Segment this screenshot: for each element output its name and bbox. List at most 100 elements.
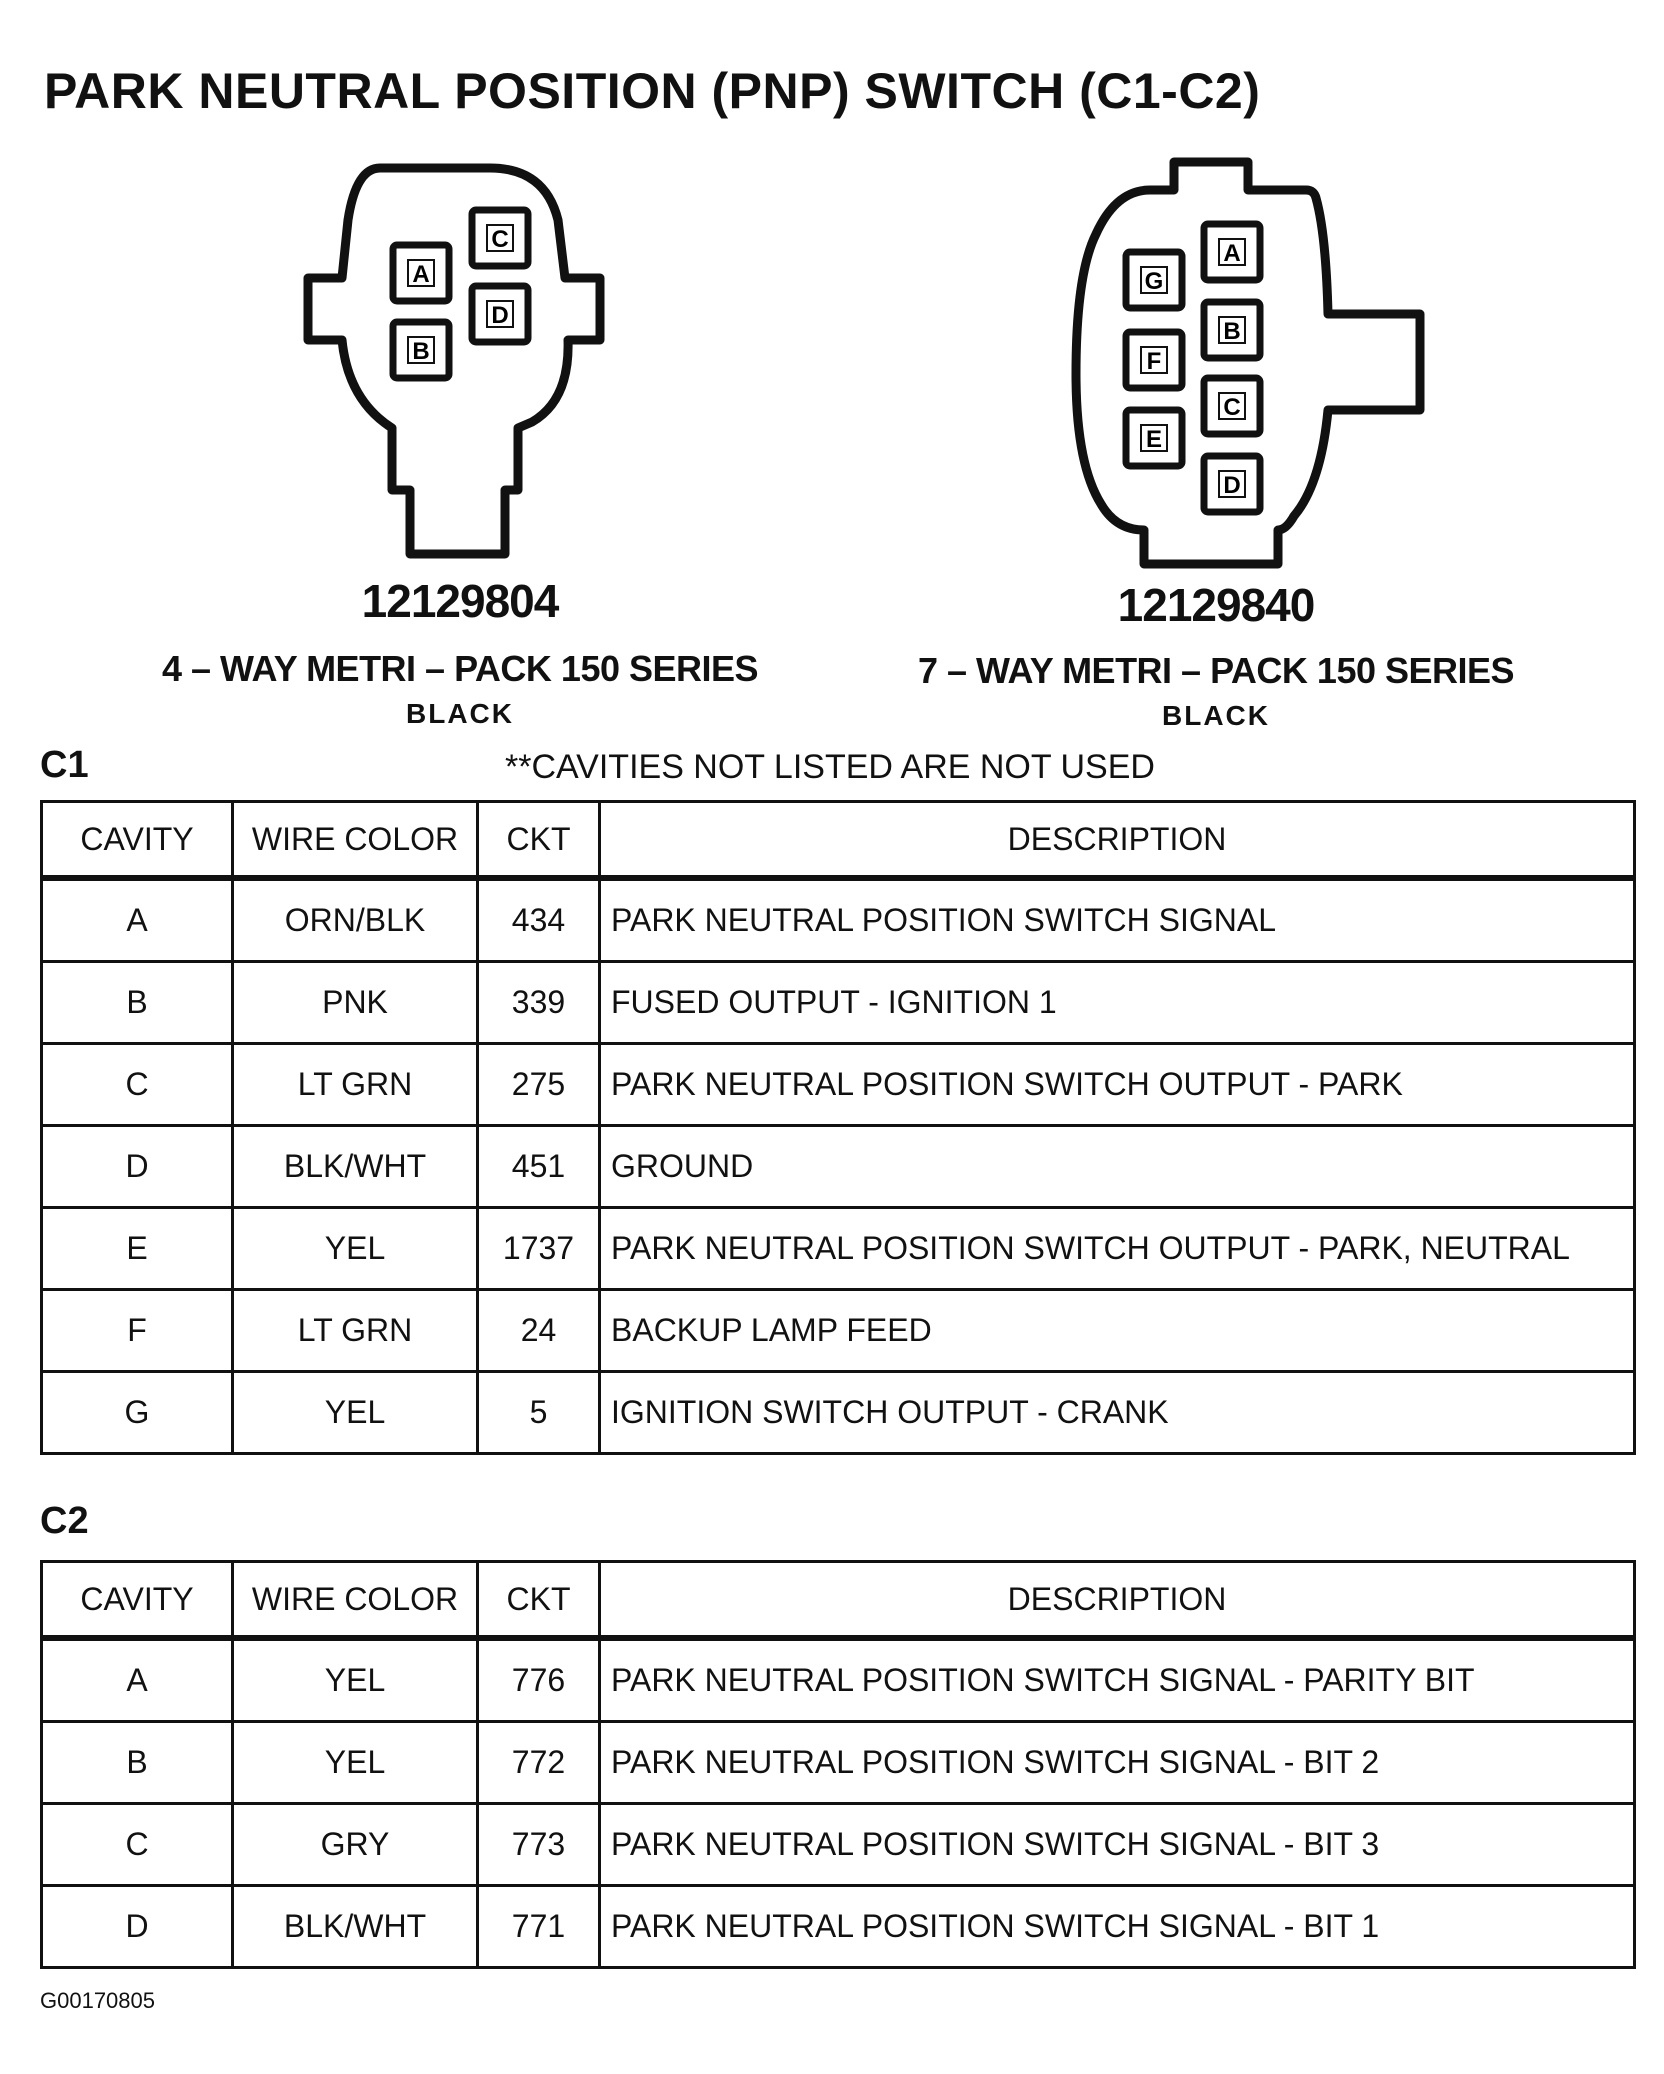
connector-2-color: BLACK <box>1162 700 1270 731</box>
c2-header-cavity: CAVITY <box>40 1560 234 1641</box>
table-row: B YEL 772 PARK NEUTRAL POSITION SWITCH S… <box>40 1720 1636 1805</box>
cell-ckt: 773 <box>476 1802 601 1887</box>
cell-wire-color: YEL <box>231 1636 479 1723</box>
cell-description: PARK NEUTRAL POSITION SWITCH SIGNAL - BI… <box>598 1884 1636 1969</box>
cell-ckt: 776 <box>476 1636 601 1723</box>
cavity-a2-box: A <box>1200 220 1264 284</box>
c2-header-description: DESCRIPTION <box>598 1560 1636 1641</box>
cavity-g-label: G <box>1145 268 1164 295</box>
cell-ckt: 24 <box>476 1288 601 1373</box>
cell-cavity: G <box>40 1370 234 1455</box>
connector-2-series: 7 – WAY METRI – PACK 150 SERIES <box>917 650 1515 691</box>
table-row: D BLK/WHT 771 PARK NEUTRAL POSITION SWIT… <box>40 1884 1636 1969</box>
cell-cavity: D <box>40 1884 234 1969</box>
cell-ckt: 5 <box>476 1370 601 1455</box>
c1-header-description: DESCRIPTION <box>598 800 1636 881</box>
cell-description: PARK NEUTRAL POSITION SWITCH SIGNAL - BI… <box>598 1720 1636 1805</box>
cavity-d-label: D <box>491 302 508 329</box>
cell-description: PARK NEUTRAL POSITION SWITCH SIGNAL - PA… <box>598 1636 1636 1723</box>
table-row: D BLK/WHT 451 GROUND <box>40 1124 1636 1209</box>
c1-pinout-table: CAVITY WIRE COLOR CKT DESCRIPTION A ORN/… <box>40 800 1636 1455</box>
c2-header-ckt: CKT <box>476 1560 601 1641</box>
connector-1-series: 4 – WAY METRI – PACK 150 SERIES <box>161 648 759 689</box>
cell-description: FUSED OUTPUT - IGNITION 1 <box>598 960 1636 1045</box>
cell-wire-color: BLK/WHT <box>231 1884 479 1969</box>
c1-label: C1 <box>40 744 89 786</box>
cell-ckt: 434 <box>476 876 601 963</box>
cell-cavity: A <box>40 1636 234 1723</box>
table-row: E YEL 1737 PARK NEUTRAL POSITION SWITCH … <box>40 1206 1636 1291</box>
cell-cavity: B <box>40 1720 234 1805</box>
c2-header-wire-color: WIRE COLOR <box>231 1560 479 1641</box>
table-row: A ORN/BLK 434 PARK NEUTRAL POSITION SWIT… <box>40 876 1636 963</box>
cell-wire-color: PNK <box>231 960 479 1045</box>
cell-ckt: 275 <box>476 1042 601 1127</box>
connector-2-part-number: 12129840 <box>1117 579 1316 631</box>
cavity-e-box: E <box>1122 406 1186 470</box>
c1-header-row: CAVITY WIRE COLOR CKT DESCRIPTION <box>40 800 1636 881</box>
cell-cavity: C <box>40 1802 234 1887</box>
table-row: A YEL 776 PARK NEUTRAL POSITION SWITCH S… <box>40 1636 1636 1723</box>
connector-7way-diagram: G F E A B C D <box>1071 157 1425 569</box>
cavity-b-label: B <box>412 338 429 365</box>
cell-ckt: 339 <box>476 960 601 1045</box>
cell-cavity: B <box>40 960 234 1045</box>
cell-wire-color: YEL <box>231 1720 479 1805</box>
cavity-d2-box: D <box>1200 452 1264 516</box>
cell-description: PARK NEUTRAL POSITION SWITCH OUTPUT - PA… <box>598 1206 1636 1291</box>
connector-1-color: BLACK <box>406 698 514 729</box>
cavity-c2-box: C <box>1200 374 1264 438</box>
table-row: G YEL 5 IGNITION SWITCH OUTPUT - CRANK <box>40 1370 1636 1455</box>
cavity-b2-box: B <box>1200 298 1264 362</box>
cell-description: BACKUP LAMP FEED <box>598 1288 1636 1373</box>
c2-label: C2 <box>40 1500 89 1542</box>
cell-wire-color: YEL <box>231 1206 479 1291</box>
cell-ckt: 772 <box>476 1720 601 1805</box>
connector-7way-outline <box>1071 157 1425 569</box>
cavity-d-box: D <box>468 282 532 346</box>
table-row: F LT GRN 24 BACKUP LAMP FEED <box>40 1288 1636 1373</box>
connector-4way-outline <box>303 163 605 559</box>
table-row: C LT GRN 275 PARK NEUTRAL POSITION SWITC… <box>40 1042 1636 1127</box>
cell-description: GROUND <box>598 1124 1636 1209</box>
c1-header-cavity: CAVITY <box>40 800 234 881</box>
c1-header-ckt: CKT <box>476 800 601 881</box>
cavity-g-box: G <box>1122 248 1186 312</box>
cell-cavity: A <box>40 876 234 963</box>
cavity-f-box: F <box>1122 328 1186 392</box>
connector-4way-diagram: A B C D <box>303 163 605 559</box>
cell-wire-color: YEL <box>231 1370 479 1455</box>
connector-1-part-number: 12129804 <box>361 575 560 627</box>
cell-description: IGNITION SWITCH OUTPUT - CRANK <box>598 1370 1636 1455</box>
table-row: C GRY 773 PARK NEUTRAL POSITION SWITCH S… <box>40 1802 1636 1887</box>
cell-wire-color: GRY <box>231 1802 479 1887</box>
cavity-f-label: F <box>1147 348 1162 375</box>
table-row: B PNK 339 FUSED OUTPUT - IGNITION 1 <box>40 960 1636 1045</box>
cell-description: PARK NEUTRAL POSITION SWITCH OUTPUT - PA… <box>598 1042 1636 1127</box>
cavity-a2-label: A <box>1223 240 1240 267</box>
cavity-a-box: A <box>389 241 453 305</box>
c2-pinout-table: CAVITY WIRE COLOR CKT DESCRIPTION A YEL … <box>40 1560 1636 1969</box>
cell-cavity: E <box>40 1206 234 1291</box>
cell-cavity: D <box>40 1124 234 1209</box>
cell-wire-color: LT GRN <box>231 1042 479 1127</box>
page-title: PARK NEUTRAL POSITION (PNP) SWITCH (C1-C… <box>44 63 1261 119</box>
cavity-c-box: C <box>468 206 532 270</box>
unused-cavities-note: **CAVITIES NOT LISTED ARE NOT USED <box>505 748 1155 786</box>
cell-ckt: 1737 <box>476 1206 601 1291</box>
cavity-b2-label: B <box>1223 318 1240 345</box>
cell-cavity: C <box>40 1042 234 1127</box>
c2-header-row: CAVITY WIRE COLOR CKT DESCRIPTION <box>40 1560 1636 1641</box>
cavity-e-label: E <box>1146 426 1162 453</box>
cell-cavity: F <box>40 1288 234 1373</box>
cell-wire-color: BLK/WHT <box>231 1124 479 1209</box>
cell-ckt: 771 <box>476 1884 601 1969</box>
cell-ckt: 451 <box>476 1124 601 1209</box>
cavity-c2-label: C <box>1223 394 1240 421</box>
cavity-a-label: A <box>412 261 429 288</box>
cell-description: PARK NEUTRAL POSITION SWITCH SIGNAL - BI… <box>598 1802 1636 1887</box>
cavity-d2-label: D <box>1223 472 1240 499</box>
cavity-c-label: C <box>491 226 508 253</box>
cell-wire-color: LT GRN <box>231 1288 479 1373</box>
c1-header-wire-color: WIRE COLOR <box>231 800 479 881</box>
